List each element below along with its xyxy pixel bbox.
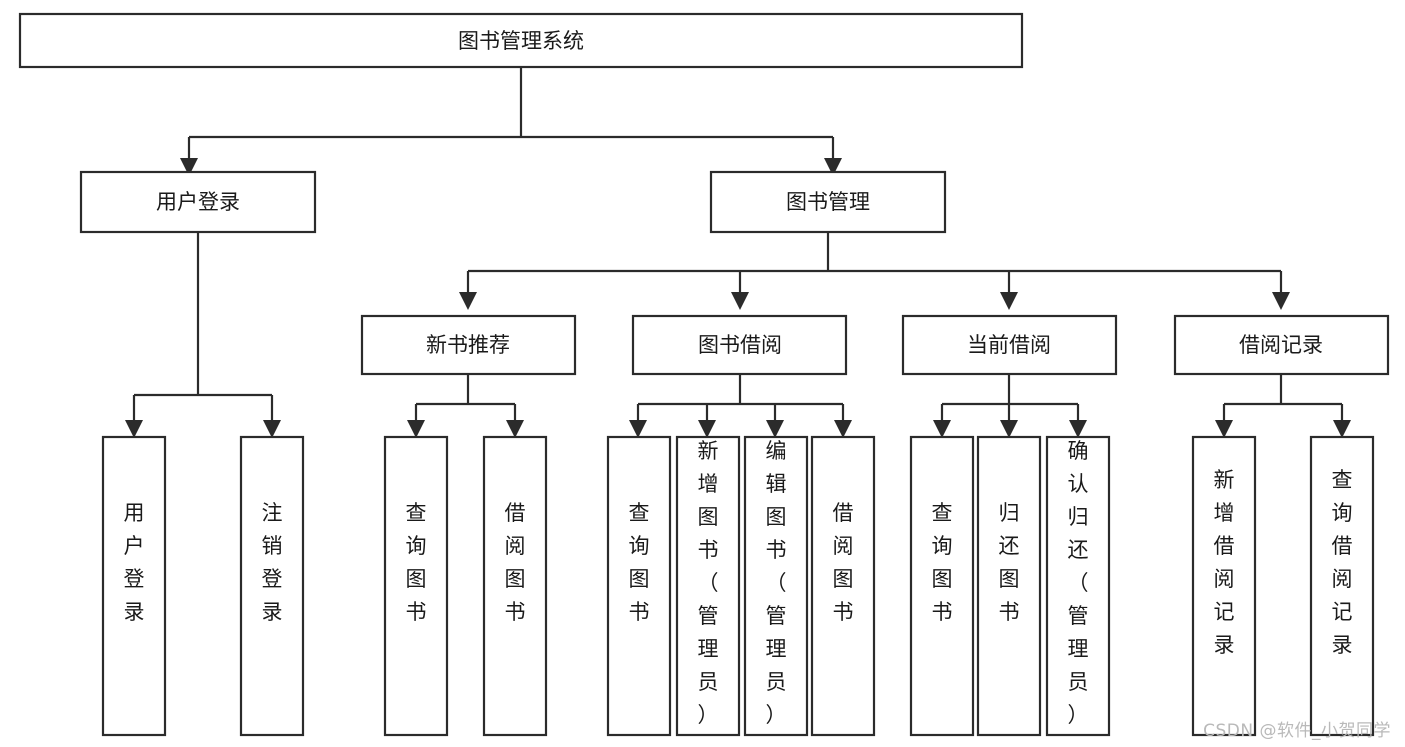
connector-records-to-leaves — [1222, 374, 1344, 420]
node-login-label: 用户登录 — [156, 190, 240, 214]
node-leaf-borrow-2-box[interactable] — [675, 435, 741, 737]
node-current[interactable]: 当前借阅 — [901, 314, 1118, 376]
connector-root-to-level2 — [187, 67, 835, 158]
node-leaf-login-2-box[interactable] — [239, 435, 305, 737]
node-newbook-box[interactable] — [360, 314, 577, 376]
node-leaf-borrow-3[interactable]: 编辑图书（管理员） — [743, 435, 809, 737]
node-leaf-new-1-box[interactable] — [383, 435, 449, 737]
node-leaf-borrow-2-label: 新增图书（管理员） — [698, 439, 719, 727]
node-leaf-cur-3-box[interactable] — [1045, 435, 1111, 737]
connector-bookmgmt-to-level3 — [466, 232, 1283, 292]
arrow-to-leaf-rec-1 — [1215, 420, 1233, 438]
connector-borrow-to-leaves — [636, 374, 845, 420]
arrow-to-bookmgmt — [824, 158, 842, 176]
node-root-label: 图书管理系统 — [458, 29, 584, 53]
node-leaf-borrow-3-label: 编辑图书（管理员） — [766, 439, 787, 727]
node-leaf-borrow-4-label: 借阅图书 — [833, 501, 854, 624]
arrow-to-current — [1000, 292, 1018, 310]
node-leaf-cur-2-box[interactable] — [976, 435, 1042, 737]
node-leaf-cur-3[interactable]: 确认归还（管理员） — [1045, 435, 1111, 737]
node-bookmgmt-label: 图书管理 — [786, 190, 870, 214]
arrow-to-leaf-cur-2 — [1000, 420, 1018, 438]
node-leaf-new-2-label: 借阅图书 — [505, 501, 526, 624]
node-leaf-new-1[interactable]: 查询图书 — [383, 435, 449, 737]
connector-login-to-leaves — [132, 232, 274, 420]
node-leaf-cur-3-label: 确认归还（管理员） — [1068, 439, 1089, 727]
node-newbook[interactable]: 新书推荐 — [360, 314, 577, 376]
node-leaf-cur-1[interactable]: 查询图书 — [909, 435, 975, 737]
leaf-node-group: 用户登录 注销登录 查询图书 借阅图书 查询图书 新增图书（管理员） — [101, 435, 1375, 737]
arrow-to-leaf-cur-3 — [1069, 420, 1087, 438]
node-records-box[interactable] — [1173, 314, 1390, 376]
arrow-to-leaf-borrow-3 — [766, 420, 784, 438]
node-bookmgmt[interactable]: 图书管理 — [709, 170, 947, 234]
arrow-to-leaf-login-2 — [263, 420, 281, 438]
node-leaf-login-2-label: 注销登录 — [262, 501, 283, 624]
node-records-label: 借阅记录 — [1239, 333, 1323, 357]
arrow-to-leaf-new-1 — [407, 420, 425, 438]
node-leaf-borrow-1-label: 查询图书 — [629, 501, 650, 624]
node-leaf-cur-1-box[interactable] — [909, 435, 975, 737]
arrow-to-leaf-borrow-1 — [629, 420, 647, 438]
node-borrow-label: 图书借阅 — [698, 333, 782, 357]
arrow-to-leaf-rec-2 — [1333, 420, 1351, 438]
node-leaf-borrow-4[interactable]: 借阅图书 — [810, 435, 876, 737]
node-root-box[interactable] — [18, 12, 1024, 69]
node-leaf-borrow-3-box[interactable] — [743, 435, 809, 737]
arrow-to-leaf-new-2 — [506, 420, 524, 438]
node-leaf-cur-1-label: 查询图书 — [932, 501, 953, 624]
arrow-to-login — [180, 158, 198, 176]
node-root[interactable]: 图书管理系统 — [18, 12, 1024, 69]
node-leaf-rec-1[interactable]: 新增借阅记录 — [1191, 435, 1257, 737]
arrow-to-leaf-borrow-4 — [834, 420, 852, 438]
node-bookmgmt-box[interactable] — [709, 170, 947, 234]
node-leaf-borrow-2[interactable]: 新增图书（管理员） — [675, 435, 741, 737]
node-leaf-borrow-1-box[interactable] — [606, 435, 672, 737]
node-current-label: 当前借阅 — [967, 333, 1051, 357]
node-borrow-box[interactable] — [631, 314, 848, 376]
node-leaf-rec-2[interactable]: 查询借阅记录 — [1309, 435, 1375, 737]
arrow-to-records — [1272, 292, 1290, 310]
node-leaf-login-1-box[interactable] — [101, 435, 167, 737]
node-records[interactable]: 借阅记录 — [1173, 314, 1390, 376]
node-leaf-borrow-1[interactable]: 查询图书 — [606, 435, 672, 737]
node-leaf-rec-2-box[interactable] — [1309, 435, 1375, 737]
arrow-to-leaf-cur-1 — [933, 420, 951, 438]
node-leaf-login-2[interactable]: 注销登录 — [239, 435, 305, 737]
node-leaf-new-2[interactable]: 借阅图书 — [482, 435, 548, 737]
node-leaf-borrow-4-box[interactable] — [810, 435, 876, 737]
node-leaf-rec-2-label: 查询借阅记录 — [1332, 468, 1353, 657]
arrow-to-leaf-login-1 — [125, 420, 143, 438]
connector-current-to-leaves — [940, 374, 1080, 420]
node-newbook-label: 新书推荐 — [426, 333, 510, 357]
node-leaf-new-1-label: 查询图书 — [406, 501, 427, 624]
node-leaf-login-1-label: 用户登录 — [124, 501, 145, 624]
connector-newbook-to-leaves — [414, 374, 517, 420]
node-login-box[interactable] — [79, 170, 317, 234]
node-leaf-cur-2[interactable]: 归还图书 — [976, 435, 1042, 737]
node-leaf-login-1[interactable]: 用户登录 — [101, 435, 167, 737]
node-leaf-rec-1-label: 新增借阅记录 — [1214, 468, 1235, 657]
node-borrow[interactable]: 图书借阅 — [631, 314, 848, 376]
node-leaf-new-2-box[interactable] — [482, 435, 548, 737]
connector-layer — [125, 67, 1351, 438]
arrow-to-borrow — [731, 292, 749, 310]
node-leaf-cur-2-label: 归还图书 — [999, 501, 1020, 624]
node-login[interactable]: 用户登录 — [79, 170, 317, 234]
csdn-watermark: CSDN @软件_小贺同学 — [1203, 721, 1391, 741]
node-leaf-rec-1-box[interactable] — [1191, 435, 1257, 737]
node-current-box[interactable] — [901, 314, 1118, 376]
arrow-to-leaf-borrow-2 — [698, 420, 716, 438]
arrow-to-newbook — [459, 292, 477, 310]
